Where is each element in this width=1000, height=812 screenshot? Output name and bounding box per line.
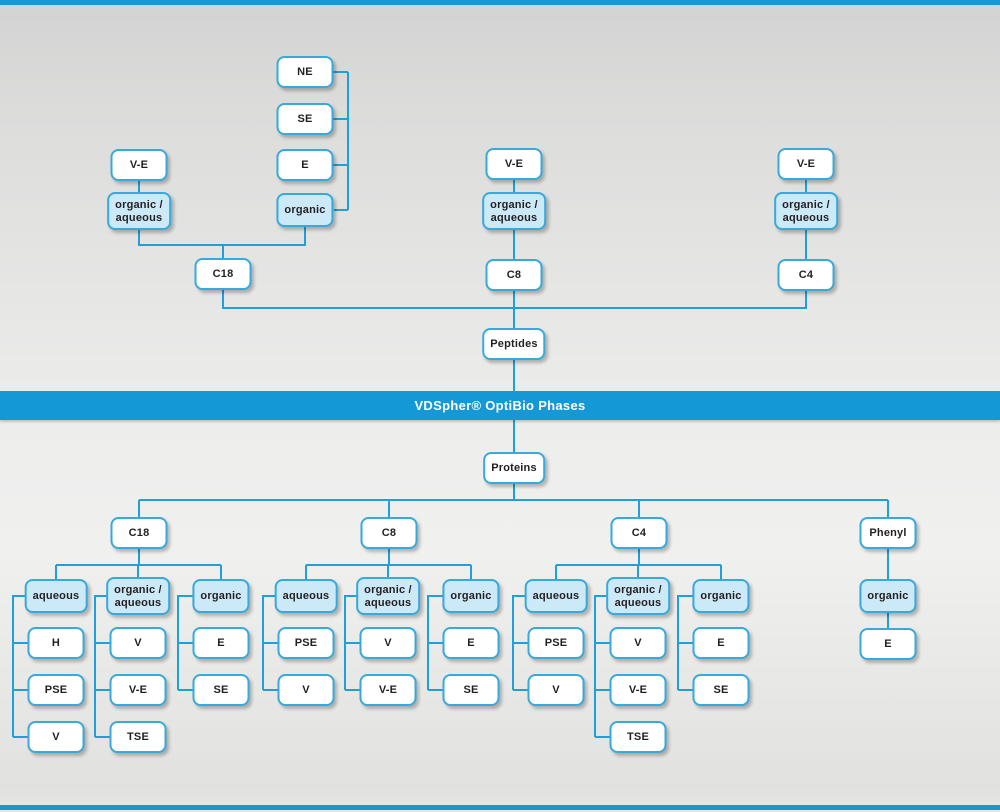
node-proteins-c18-organic-aqueous: organic / aqueous xyxy=(106,577,170,615)
banner: VDSpher® OptiBio Phases xyxy=(0,391,1000,420)
node-proteins-c8-oa-v: V xyxy=(359,627,417,659)
node-proteins-c8-organic-e: E xyxy=(442,627,500,659)
node-proteins-c18-aqueous-pse: PSE xyxy=(27,674,85,706)
node-proteins-c18: C18 xyxy=(110,517,168,549)
node-peptides-c4: C4 xyxy=(777,259,835,291)
node-proteins-c18-organic: organic xyxy=(192,579,250,613)
node-peptides-c18: C18 xyxy=(194,258,252,290)
node-peptides-c18-ve: V-E xyxy=(110,149,168,181)
node-peptides-c8-organic-aqueous: organic / aqueous xyxy=(482,192,546,230)
bottom-border-bar xyxy=(0,805,1000,810)
node-peptides-c4-organic-aqueous: organic / aqueous xyxy=(774,192,838,230)
node-peptides-root: Peptides xyxy=(482,328,546,360)
node-proteins-c18-oa-v: V xyxy=(109,627,167,659)
node-se: SE xyxy=(276,103,334,135)
node-proteins-c18-organic-se: SE xyxy=(192,674,250,706)
top-border-bar xyxy=(0,0,1000,5)
node-proteins-c4-organic-e: E xyxy=(692,627,750,659)
node-proteins-c4: C4 xyxy=(610,517,668,549)
node-proteins-c8-organic-se: SE xyxy=(442,674,500,706)
node-proteins-c8-oa-ve: V-E xyxy=(359,674,417,706)
node-proteins-c4-aqueous: aqueous xyxy=(524,579,588,613)
node-proteins-phenyl-organic-e: E xyxy=(859,628,917,660)
node-proteins-c8: C8 xyxy=(360,517,418,549)
node-proteins-c4-aqueous-pse: PSE xyxy=(527,627,585,659)
node-peptides-c18-organic-aqueous: organic / aqueous xyxy=(107,192,171,230)
node-proteins-c18-aqueous: aqueous xyxy=(24,579,88,613)
node-proteins-c4-organic-aqueous: organic / aqueous xyxy=(606,577,670,615)
node-proteins-c8-organic-aqueous: organic / aqueous xyxy=(356,577,420,615)
node-proteins-c18-organic-e: E xyxy=(192,627,250,659)
node-proteins-c18-oa-tse: TSE xyxy=(109,721,167,753)
node-proteins-phenyl-organic: organic xyxy=(859,579,917,613)
node-proteins-c18-aqueous-v: V xyxy=(27,721,85,753)
node-peptides-c18-organic: organic xyxy=(276,193,334,227)
node-proteins-c4-organic: organic xyxy=(692,579,750,613)
node-proteins-c4-aqueous-v: V xyxy=(527,674,585,706)
node-proteins-c4-oa-ve: V-E xyxy=(609,674,667,706)
node-peptides-c4-ve: V-E xyxy=(777,148,835,180)
node-peptides-c8: C8 xyxy=(485,259,543,291)
node-proteins-c8-organic: organic xyxy=(442,579,500,613)
node-peptides-c8-ve: V-E xyxy=(485,148,543,180)
node-proteins-c4-oa-tse: TSE xyxy=(609,721,667,753)
node-proteins-root: Proteins xyxy=(483,452,545,484)
node-e: E xyxy=(276,149,334,181)
node-proteins-c8-aqueous-pse: PSE xyxy=(277,627,335,659)
node-proteins-c4-oa-v: V xyxy=(609,627,667,659)
node-proteins-c4-organic-se: SE xyxy=(692,674,750,706)
node-proteins-c8-aqueous: aqueous xyxy=(274,579,338,613)
node-proteins-c18-aqueous-h: H xyxy=(27,627,85,659)
node-proteins-c18-oa-ve: V-E xyxy=(109,674,167,706)
node-proteins-phenyl: Phenyl xyxy=(859,517,917,549)
node-ne: NE xyxy=(276,56,334,88)
banner-title: VDSpher® OptiBio Phases xyxy=(414,398,586,413)
node-proteins-c8-aqueous-v: V xyxy=(277,674,335,706)
